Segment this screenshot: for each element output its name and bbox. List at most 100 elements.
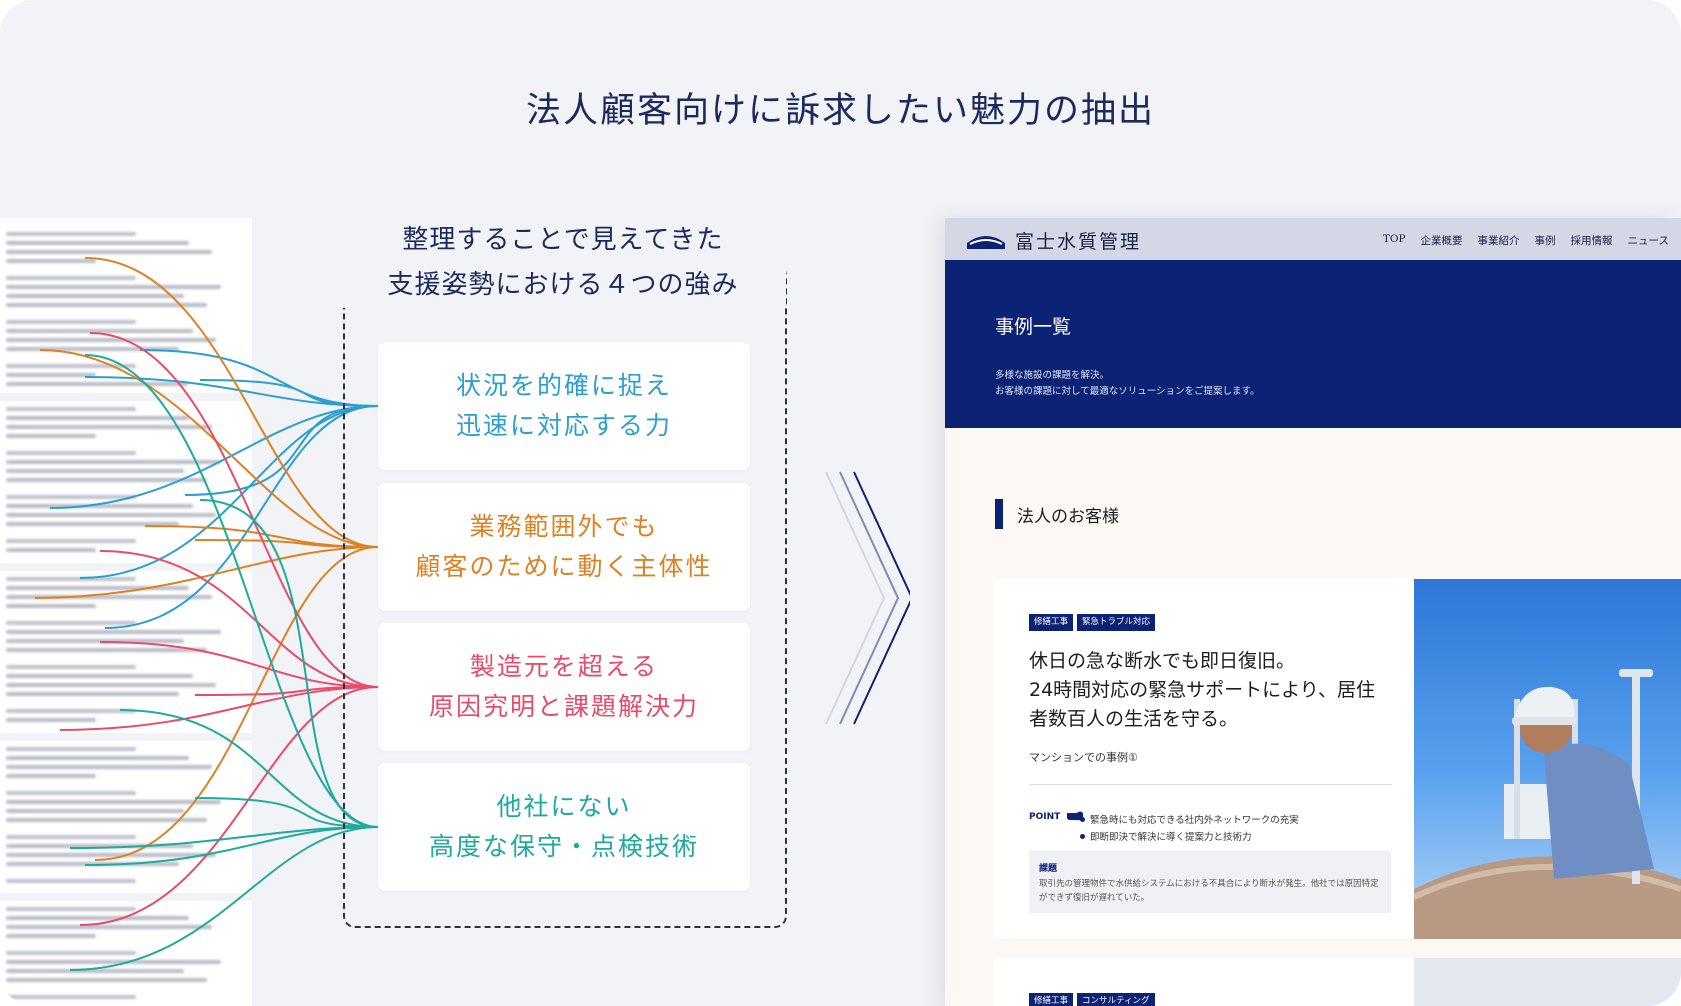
hero-sub-line2: お客様の課題に対して最適なソリューションをご提案します。 <box>995 386 1260 397</box>
doc-text-line <box>6 800 221 804</box>
doc-text-line <box>6 259 96 263</box>
doc-text-line <box>6 513 216 517</box>
case-photo-worker <box>1414 579 1681 939</box>
doc-text-line <box>6 692 179 696</box>
site-hero: 事例一覧 多様な施設の課題を解決。 お客様の課題に対して最適なソリューションをご… <box>945 260 1681 428</box>
doc-text-line <box>6 373 96 377</box>
connection-curve <box>104 405 379 629</box>
doc-text-line <box>6 844 193 848</box>
doc-text-line <box>6 756 189 760</box>
issue-box: 課題 取引先の管理物件で水供給システムにおける不具合により断水が発生。他社では原… <box>1029 851 1391 913</box>
case-card[interactable]: 修繕工事 緊急トラブル対応 休日の急な断水でも即日復旧。 24時間対応の緊急サポ… <box>994 579 1681 939</box>
doc-text-line <box>6 765 212 769</box>
case-headline: 休日の急な断水でも即日復旧。 24時間対応の緊急サポートにより、居住 者数百人の… <box>1029 647 1394 734</box>
doc-text-line <box>6 709 136 713</box>
point-bullet-1 <box>1080 817 1085 822</box>
strength-card-1: 状況を的確に捉え 迅速に対応する力 <box>378 342 750 470</box>
hero-sub-line1: 多様な施設の課題を解決。 <box>995 370 1110 381</box>
case-divider <box>1029 784 1392 785</box>
section-title: 法人のお客様 <box>1017 507 1119 527</box>
doc-text-line <box>6 674 193 678</box>
doc-text-line <box>6 276 136 280</box>
doc-text-line <box>6 347 179 351</box>
doc-text-line <box>6 338 216 342</box>
issue-label: 課題 <box>1039 864 1058 874</box>
case-card-2[interactable]: 修繕工事 コンサルティング <box>994 958 1681 1006</box>
doc-text-line <box>6 934 96 938</box>
doc-text-line <box>6 907 136 911</box>
doc-text-line <box>6 774 96 778</box>
doc-text-line <box>6 539 136 543</box>
doc-text-line <box>6 951 136 955</box>
doc-text-line <box>6 621 136 625</box>
doc-text-line <box>6 478 207 482</box>
doc-text-line <box>6 925 212 929</box>
doc-text-line <box>6 648 207 652</box>
doc-text-line <box>6 460 221 464</box>
doc-text-line <box>6 364 136 368</box>
doc-separator <box>0 733 252 741</box>
doc-text-line <box>6 577 136 581</box>
doc-text-line <box>6 329 193 333</box>
connection-curve <box>49 405 379 509</box>
site-logo-text: 富士水質管理 <box>1015 231 1142 253</box>
case-headline-line3: 者数百人の生活を守る。 <box>1029 708 1239 730</box>
case-headline-line2: 24時間対応の緊急サポートにより、居住 <box>1029 679 1376 701</box>
doc-text-line <box>6 595 212 599</box>
nav-top[interactable]: TOP <box>1382 233 1406 245</box>
doc-text-line <box>6 969 184 973</box>
connection-curve <box>69 826 379 971</box>
doc-text-line <box>6 495 136 499</box>
connection-curve <box>99 550 379 688</box>
connection-curve <box>119 709 379 828</box>
point-bullet-2 <box>1080 834 1085 839</box>
connection-curve <box>79 686 379 926</box>
strength-card-4-line1: 他社にない <box>496 792 632 821</box>
connection-curve <box>39 349 379 548</box>
nav-cases[interactable]: 事例 <box>1534 235 1556 247</box>
connection-curve <box>99 641 379 688</box>
connection-curve <box>79 405 379 579</box>
strength-card-4: 他社にない 高度な保守・点検技術 <box>378 763 750 891</box>
section-accent-bar <box>995 499 1003 529</box>
connection-curve <box>84 257 379 548</box>
doc-text-line <box>6 407 136 411</box>
doc-text-line <box>6 425 212 429</box>
hero-title: 事例一覧 <box>995 316 1072 338</box>
strength-card-3: 製造元を超える 原因究明と課題解決力 <box>378 623 750 751</box>
case-tag-emergency: 緊急トラブル対応 <box>1077 614 1156 631</box>
doc-text-line <box>6 835 136 839</box>
connection-curve <box>199 499 379 828</box>
doc-separator <box>0 393 252 401</box>
doc-text-line <box>6 683 216 687</box>
doc-text-line <box>6 630 221 634</box>
transition-arrow-icon <box>825 471 910 725</box>
connection-curve <box>34 546 379 599</box>
doc-text-line <box>6 522 179 526</box>
nav-news[interactable]: ニュース <box>1627 235 1669 247</box>
doc-text-line <box>6 285 221 289</box>
point-label: POINT <box>1029 809 1084 822</box>
connection-curve <box>84 826 379 866</box>
doc-text-line <box>6 995 136 999</box>
doc-separator <box>0 893 252 901</box>
strength-card-2-line1: 業務範囲外でも <box>469 512 659 541</box>
doc-text-line <box>6 469 184 473</box>
doc-text-line <box>6 586 189 590</box>
doc-text-line <box>6 294 184 298</box>
nav-business[interactable]: 事業紹介 <box>1477 235 1520 247</box>
doc-text-line <box>6 241 189 245</box>
doc-text-line <box>6 718 96 722</box>
doc-text-line <box>6 960 221 964</box>
doc-text-line <box>6 853 216 857</box>
point-item-1: 緊急時にも対応できる社内外ネットワークの充実 <box>1090 815 1299 826</box>
nav-company[interactable]: 企業概要 <box>1420 235 1463 247</box>
doc-text-line <box>6 791 136 795</box>
doc-separator <box>0 563 252 571</box>
connection-curve <box>89 332 379 688</box>
nav-recruit[interactable]: 採用情報 <box>1570 235 1613 247</box>
logo-mountain-icon <box>967 236 1005 249</box>
strengths-heading-line1: 整理することで見えてきた <box>402 225 724 255</box>
connection-curve <box>184 405 379 496</box>
